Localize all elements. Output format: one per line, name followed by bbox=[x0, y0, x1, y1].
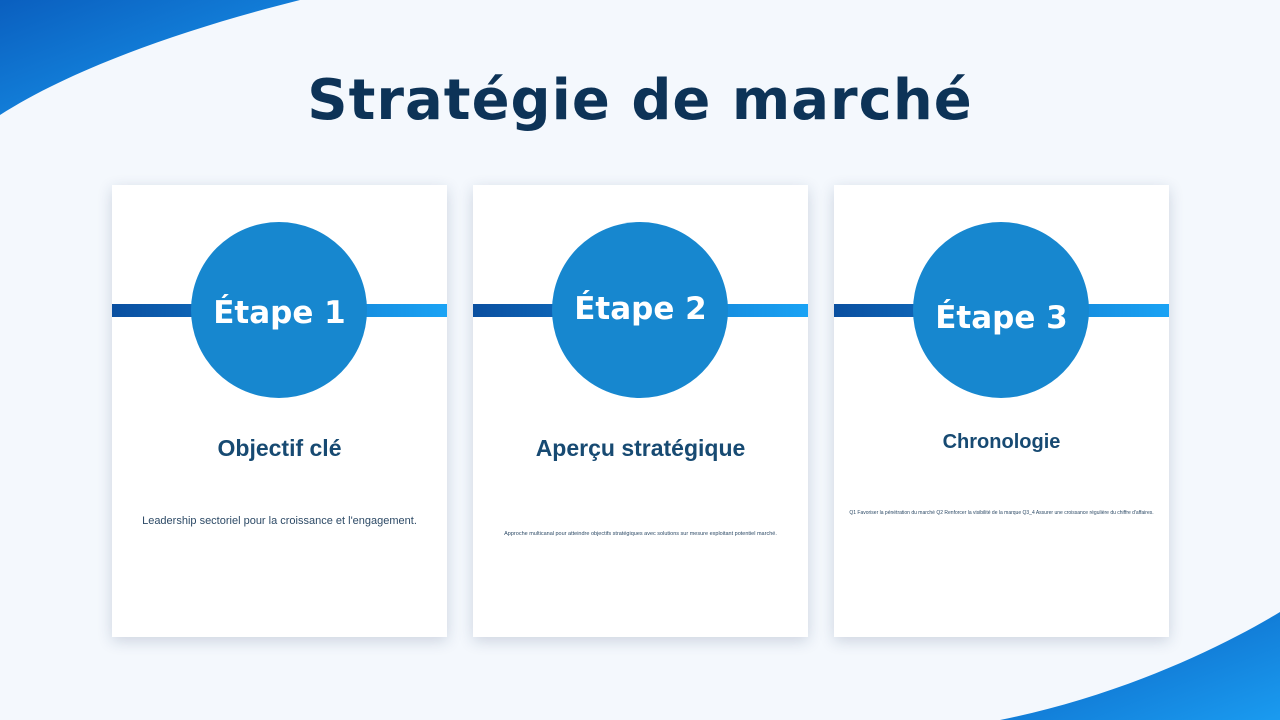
card-heading: Objectif clé bbox=[217, 435, 342, 461]
step-label: Étape 2 bbox=[574, 291, 707, 327]
card-text: Approche multicanal pour atteindre objec… bbox=[504, 531, 777, 537]
card-heading: Aperçu stratégique bbox=[535, 435, 746, 461]
step-circle bbox=[913, 222, 1089, 398]
card-text: Leadership sectoriel pour la croissance … bbox=[142, 515, 417, 527]
step-card-1: Étape 1 Objectif clé Leadership sectorie… bbox=[112, 185, 447, 637]
page-title: Stratégie de marché bbox=[307, 68, 973, 133]
step-label: Étape 1 bbox=[213, 295, 346, 331]
step-circle bbox=[191, 222, 367, 398]
step-card-3: Étape 3 Chronologie Q1 Favoriser la péné… bbox=[834, 185, 1169, 637]
card-text: Q1 Favoriser la pénétration du marché Q2… bbox=[849, 510, 1154, 516]
step-card-2: Étape 2 Aperçu stratégique Approche mult… bbox=[473, 185, 808, 637]
card-heading: Chronologie bbox=[942, 431, 1061, 453]
step-circle bbox=[552, 222, 728, 398]
step-label: Étape 3 bbox=[935, 300, 1068, 336]
